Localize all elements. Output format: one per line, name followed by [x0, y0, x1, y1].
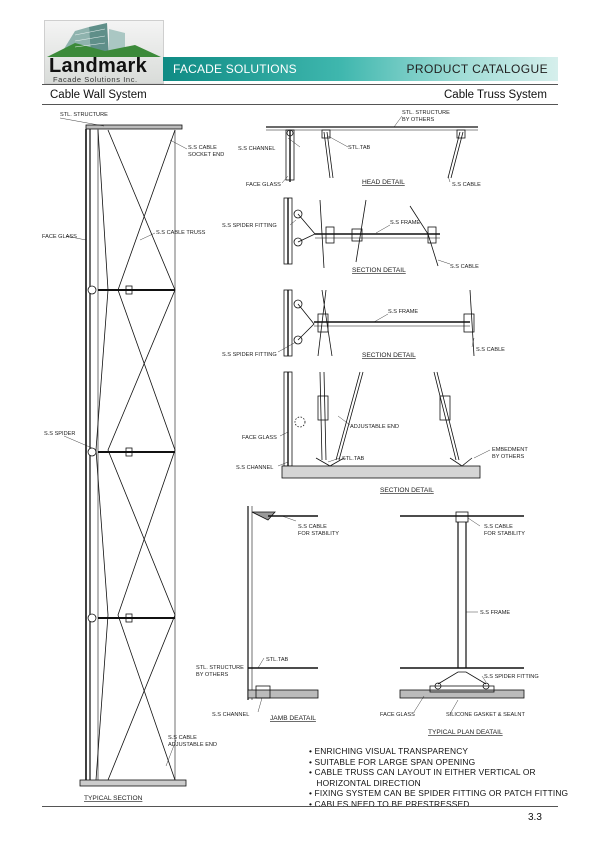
sd3-label-channel: S.S CHANNEL	[236, 465, 273, 471]
jamb-detail-drawing	[247, 506, 319, 700]
jamb-label-cable-2: FOR STABILITY	[298, 531, 339, 537]
note-item: HORIZONTAL DIRECTION	[309, 777, 421, 788]
typical-section-drawing	[59, 117, 188, 787]
sd1-label-spider: S.S SPIDER FITTING	[222, 223, 277, 229]
section-detail-2-drawing	[283, 289, 475, 357]
plan-label-spider: S.S SPIDER FITTING	[484, 674, 539, 680]
label-stl-structure: STL. STRUCTURE	[60, 112, 108, 118]
note-item: • SUITABLE FOR LARGE SPAN OPENING	[309, 756, 476, 767]
title-typical-section: TYPICAL SECTION	[84, 795, 143, 802]
plan-label-frame: S.S FRAME	[480, 610, 510, 616]
logo-subtitle: Facade Solutions Inc.	[53, 75, 138, 84]
jamb-label-stl-2: BY OTHERS	[196, 672, 228, 678]
label-face-glass: FACE GLASS	[42, 234, 77, 240]
page-number: 3.3	[528, 812, 542, 823]
head-label-cable: S.S CABLE	[452, 182, 481, 188]
title-head-detail: HEAD DETAIL	[362, 179, 405, 186]
feature-notes: • ENRICHING VISUAL TRANSPARENCY • SUITAB…	[309, 746, 568, 810]
sd1-label-cable: S.S CABLE	[450, 264, 479, 270]
plan-label-cable-1: S.S CABLE	[484, 524, 513, 530]
banner-left-text: FACADE SOLUTIONS	[173, 62, 297, 76]
plan-label-cable-2: FOR STABILITY	[484, 531, 525, 537]
company-logo: Landmark Facade Solutions Inc.	[44, 20, 164, 84]
note-item: • CABLES NEED TO BE PRESTRESSED	[309, 798, 470, 809]
plan-detail-drawing	[399, 511, 525, 699]
subtitle-right: Cable Truss System	[444, 89, 547, 101]
sd2-label-frame: S.S FRAME	[388, 309, 418, 315]
note-item: • ENRICHING VISUAL TRANSPARENCY	[309, 746, 469, 756]
section-detail-3-drawing	[281, 371, 481, 479]
leader-lines	[247, 115, 491, 715]
sd3-label-embedment-2: BY OTHERS	[492, 454, 524, 460]
head-label-stl-2: BY OTHERS	[402, 117, 434, 123]
label-cable-socket-2: SOCKET END	[188, 152, 224, 158]
sd3-label-embedment-1: EMBEDMENT	[492, 447, 528, 453]
sd2-label-spider: S.S SPIDER FITTING	[222, 352, 277, 358]
label-cable-socket-1: S.S CABLE	[188, 145, 217, 151]
jamb-label-stl-1: STL. STRUCTURE	[196, 665, 244, 671]
title-plan-detail: TYPICAL PLAN DEATAIL	[428, 729, 503, 736]
head-detail-drawing	[266, 126, 478, 182]
plan-label-gasket: SILICONE GASKET & SEALNT	[446, 712, 525, 718]
head-label-glass: FACE GLASS	[246, 182, 281, 188]
note-item: • CABLE TRUSS CAN LAYOUT IN EITHER VERTI…	[309, 767, 536, 778]
sd3-label-tab: STL.TAB	[342, 456, 365, 462]
building-icon	[47, 23, 161, 57]
label-cable-truss: S.S CABLE TRUSS	[156, 230, 206, 236]
sd1-label-frame: S.S FRAME	[390, 220, 420, 226]
header-rule	[42, 84, 558, 85]
title-section-detail-2: SECTION DETAIL	[362, 352, 416, 359]
sd3-label-adjustable: ADJUSTABLE END	[350, 424, 399, 430]
jamb-label-cable-1: S.S CABLE	[298, 524, 327, 530]
title-section-detail-1: SECTION DETAIL	[352, 267, 406, 274]
logo-name: Landmark	[49, 55, 147, 77]
banner-right-text: PRODUCT CATALOGUE	[406, 62, 548, 76]
footer-rule	[42, 806, 558, 807]
header-banner: FACADE SOLUTIONS PRODUCT CATALOGUE	[163, 57, 558, 81]
jamb-label-channel: S.S CHANNEL	[212, 712, 249, 718]
label-cable-adjustable-2: ADJUSTABLE END	[168, 742, 217, 748]
jamb-label-tab: STL.TAB	[266, 657, 289, 663]
subtitle-rule	[42, 104, 558, 105]
subtitle-left: Cable Wall System	[50, 89, 147, 101]
head-label-channel: S.S CHANNEL	[238, 146, 275, 152]
sd2-label-cable: S.S CABLE	[476, 347, 505, 353]
note-item: • FIXING SYSTEM CAN BE SPIDER FITTING OR…	[309, 788, 569, 799]
title-section-detail-3: SECTION DETAIL	[380, 487, 434, 494]
label-spider: S.S SPIDER	[44, 431, 75, 437]
head-label-stl-1: STL. STRUCTURE	[402, 110, 450, 116]
sd3-label-glass: FACE GLASS	[242, 435, 277, 441]
head-label-tab: STL.TAB	[348, 145, 371, 151]
title-jamb-detail: JAMB DEATAIL	[270, 715, 316, 722]
plan-label-glass: FACE GLASS	[380, 712, 415, 718]
label-cable-adjustable-1: S.S CABLE	[168, 735, 197, 741]
section-detail-1-drawing	[283, 197, 440, 269]
